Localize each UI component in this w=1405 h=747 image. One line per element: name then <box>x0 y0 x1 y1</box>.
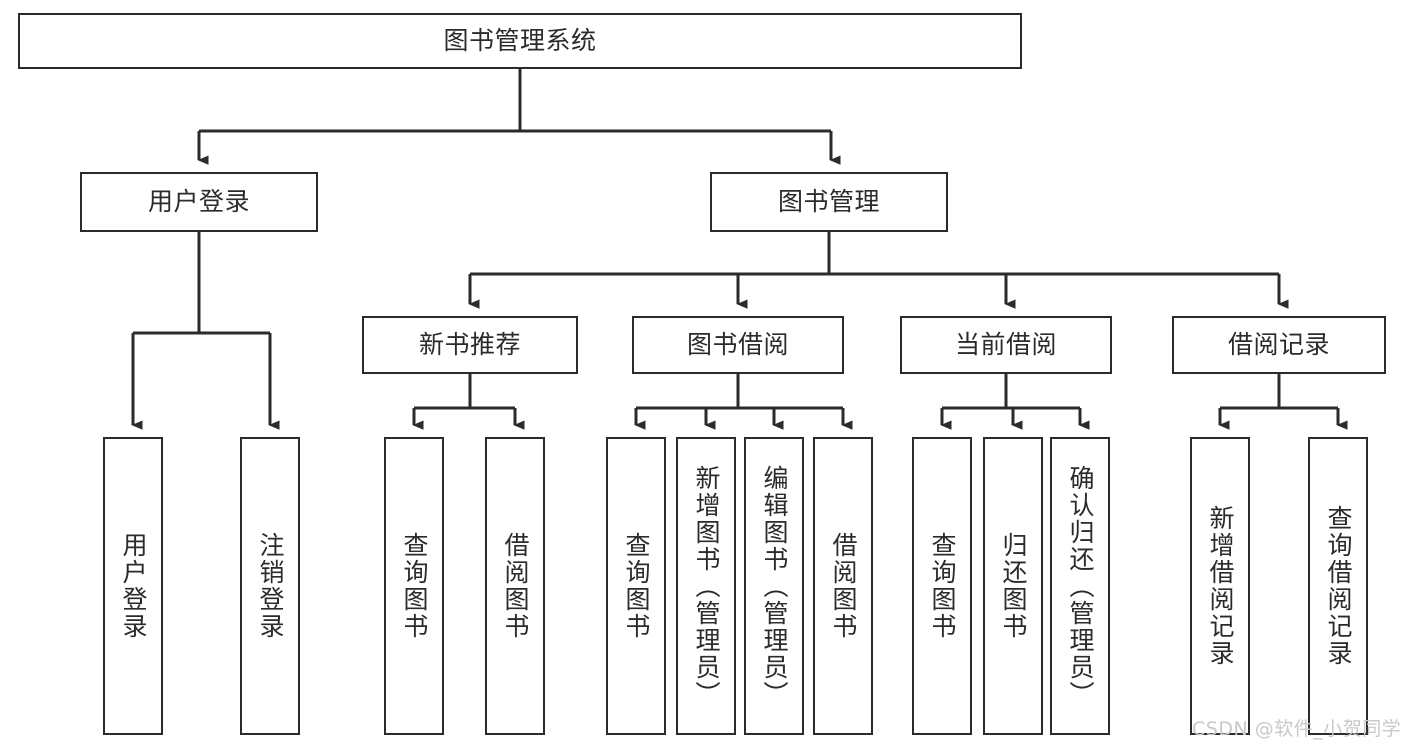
node-root-system[interactable]: 图书管理系统 <box>18 13 1022 69</box>
node-leaf[interactable]: 编辑图书（管理员） <box>744 437 804 735</box>
node-label: 编辑图书（管理员） <box>760 464 789 708</box>
node-leaf[interactable]: 查询图书 <box>606 437 666 735</box>
node-book-borrowing[interactable]: 图书借阅 <box>632 316 844 374</box>
node-label: 确认归还（管理员） <box>1066 464 1095 708</box>
node-label: 用户登录 <box>147 186 250 216</box>
node-label: 查询图书 <box>928 532 957 640</box>
node-label: 新增图书（管理员） <box>692 464 721 708</box>
node-book-management[interactable]: 图书管理 <box>710 172 948 232</box>
node-label: 新增借阅记录 <box>1206 505 1235 667</box>
node-leaf[interactable]: 查询图书 <box>384 437 444 735</box>
node-user-login[interactable]: 用户登录 <box>80 172 318 232</box>
node-leaf[interactable]: 查询借阅记录 <box>1308 437 1368 735</box>
node-label: 归还图书 <box>999 532 1028 640</box>
node-label: 查询图书 <box>622 532 651 640</box>
node-current-borrowing[interactable]: 当前借阅 <box>900 316 1112 374</box>
node-label: 查询借阅记录 <box>1324 505 1353 667</box>
node-label: 当前借阅 <box>954 329 1057 359</box>
node-borrowing-records[interactable]: 借阅记录 <box>1172 316 1386 374</box>
node-new-book-recommendation[interactable]: 新书推荐 <box>362 316 578 374</box>
node-label: 图书借阅 <box>686 329 789 359</box>
node-label: 注销登录 <box>256 532 285 640</box>
node-leaf[interactable]: 归还图书 <box>983 437 1043 735</box>
node-leaf[interactable]: 查询图书 <box>912 437 972 735</box>
node-label: 借阅图书 <box>829 532 858 640</box>
node-leaf[interactable]: 新增图书（管理员） <box>676 437 736 735</box>
node-label: 用户登录 <box>119 532 148 640</box>
node-leaf[interactable]: 新增借阅记录 <box>1190 437 1250 735</box>
node-label: 借阅记录 <box>1227 329 1330 359</box>
node-label: 借阅图书 <box>501 532 530 640</box>
node-label: 查询图书 <box>400 532 429 640</box>
node-leaf[interactable]: 借阅图书 <box>485 437 545 735</box>
node-leaf[interactable]: 注销登录 <box>240 437 300 735</box>
node-label: 图书管理系统 <box>443 25 597 55</box>
node-leaf[interactable]: 借阅图书 <box>813 437 873 735</box>
node-label: 新书推荐 <box>418 329 521 359</box>
node-label: 图书管理 <box>777 186 880 216</box>
watermark-text: CSDN @软件_小贺同学 <box>1192 718 1402 740</box>
node-leaf[interactable]: 用户登录 <box>103 437 163 735</box>
node-leaf[interactable]: 确认归还（管理员） <box>1050 437 1110 735</box>
